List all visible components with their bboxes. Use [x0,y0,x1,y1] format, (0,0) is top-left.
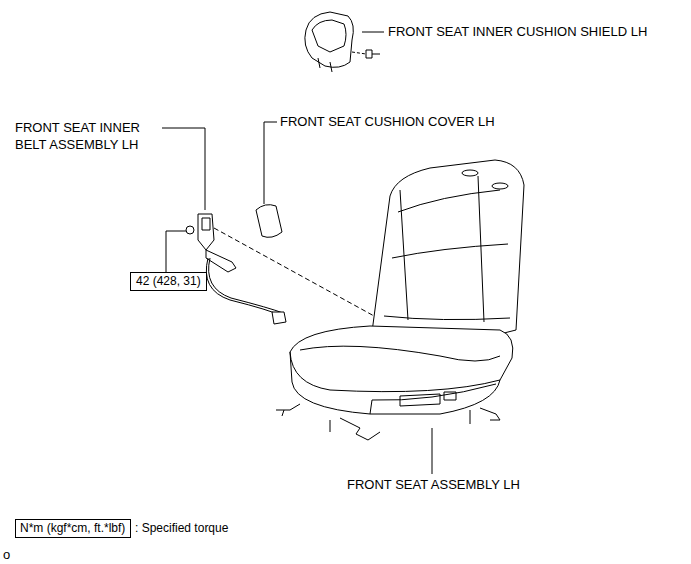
part-name: FRONT SEAT INNER CUSHION SHIELD LH [388,23,647,40]
leader-line [264,122,277,204]
seat-assembly [276,160,524,440]
legend-text: : Specified torque [135,520,228,537]
torque-unit: N*m (kgf*cm, ft.*lbf) [20,521,126,536]
cushion-shield [305,12,380,72]
leader-line [162,128,205,210]
part-name: FRONT SEAT CUSHION COVER LH [280,113,495,130]
torque-box: 42 (428, 31) [130,272,207,291]
torque-value: 42 (428, 31) [136,274,201,289]
part-name: FRONT SEAT ASSEMBLY LH [347,476,520,493]
cushion-cover [256,205,282,238]
inner-belt [186,214,385,324]
leader-line [166,231,186,272]
part-name: FRONT SEAT INNER BELT ASSEMBLY LH [15,119,165,153]
leader-line [432,428,433,474]
legend-box: N*m (kgf*cm, ft.*lbf) [15,519,131,538]
figure-code: o [3,546,10,563]
leader-line [362,32,384,33]
